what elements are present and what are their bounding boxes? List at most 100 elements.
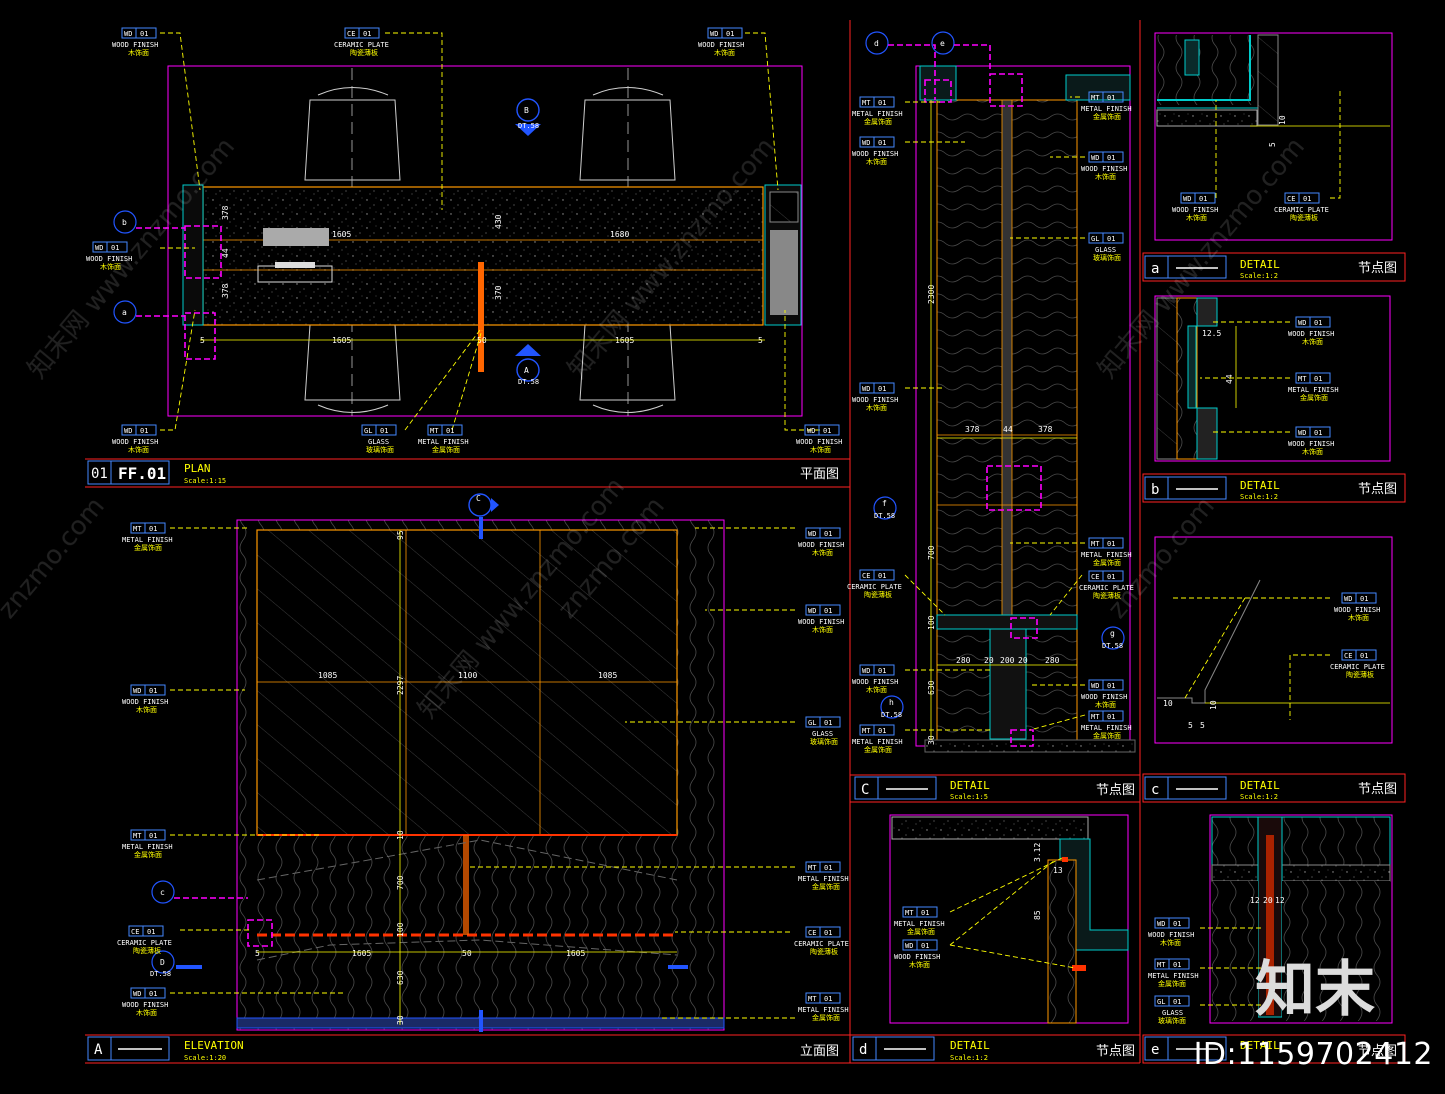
svg-text:WD: WD [862,667,870,675]
plan-tag-code: FF.01 [118,464,166,483]
svg-text:陶瓷薄板: 陶瓷薄板 [1346,670,1374,679]
svg-text:WD: WD [95,244,103,252]
a-title: DETAIL [1240,258,1280,271]
plan-scale: Scale:1:15 [184,477,226,485]
b-dim-1: 12.5 [1202,329,1221,338]
svg-text:01: 01 [446,427,454,435]
plan-marker-b[interactable]: b [113,210,222,279]
svg-text:01: 01 [149,832,157,840]
svg-text:METAL FINISH: METAL FINISH [852,110,903,118]
elev-marker-c[interactable]: c [151,880,273,947]
plan-dim-side-2: 44 [221,248,230,258]
svg-text:WD: WD [1298,319,1306,327]
plan-marker-A-ref: DT.58 [518,378,539,386]
detail-C-section: 2300 378 44 378 700 280 20 200 20 280 63… [865,31,1136,753]
C-dim-5: 700 [927,545,936,560]
svg-text:01: 01 [1303,195,1311,203]
elev-title: ELEVATION [184,1039,244,1052]
d-dim-3: 85 [1033,910,1042,920]
svg-text:金属饰面: 金属饰面 [864,117,892,126]
svg-text:znzmo.com: znzmo.com [0,492,111,625]
svg-text:MT: MT [1157,961,1166,969]
C-marker-f[interactable]: f DT.58 [873,465,1042,520]
svg-text:WD: WD [124,30,132,38]
elev-dim-low-1: 1605 [352,949,371,958]
svg-text:WOOD FINISH: WOOD FINISH [798,618,844,626]
svg-text:01: 01 [1107,94,1115,102]
svg-text:01: 01 [1107,235,1115,243]
plan-tag-no: 01 [91,466,108,482]
svg-text:WOOD FINISH: WOOD FINISH [1081,165,1127,173]
C-marker-d-label: d [874,39,879,48]
d-title: DETAIL [950,1039,990,1052]
svg-text:01: 01 [380,427,388,435]
svg-text:CE: CE [1091,573,1099,581]
C-tag-no: C [861,782,869,798]
svg-text:01: 01 [1314,429,1322,437]
plan-marker-A[interactable]: A DT.58 [515,344,541,386]
svg-text:WD: WD [1183,195,1191,203]
sheet-frames [85,20,1406,1064]
plan-dim-top-2: 1680 [610,230,629,239]
svg-text:WOOD FINISH: WOOD FINISH [112,41,158,49]
elev-marker-C[interactable]: C [468,493,499,539]
svg-text:GL: GL [1091,235,1099,243]
svg-text:METAL FINISH: METAL FINISH [798,1006,849,1014]
b-title: DETAIL [1240,479,1280,492]
C-marker-h[interactable]: h DT.58 [880,695,1034,747]
svg-text:金属饰面: 金属饰面 [1158,979,1186,988]
elev-marker-c-label: c [160,888,165,897]
C-title: DETAIL [950,779,990,792]
svg-text:金属饰面: 金属饰面 [432,445,460,454]
svg-text:METAL FINISH: METAL FINISH [798,875,849,883]
C-dim-13: 30 [927,735,936,745]
plan-marker-a-label: a [122,308,127,317]
elev-dim-v-3: 630 [396,970,405,985]
svg-text:CERAMIC PLATE: CERAMIC PLATE [1330,663,1385,671]
plan-marker-a[interactable]: a [113,300,216,360]
svg-text:木饰面: 木饰面 [1095,172,1116,181]
svg-text:WOOD FINISH: WOOD FINISH [1081,693,1127,701]
svg-text:WOOD FINISH: WOOD FINISH [1172,206,1218,214]
svg-text:CERAMIC PLATE: CERAMIC PLATE [1079,584,1134,592]
a-dim-1: 10 [1278,115,1287,125]
elev-marker-D[interactable]: D DT.58 [150,950,202,978]
a-tag-no: a [1151,261,1159,277]
plan-title: PLAN [184,462,211,475]
svg-text:METAL FINISH: METAL FINISH [1081,724,1132,732]
plan-marker-A-label: A [524,366,529,375]
svg-text:WOOD FINISH: WOOD FINISH [1288,330,1334,338]
svg-text:MT: MT [1091,94,1100,102]
plan-marker-B[interactable]: B DT.58 [515,98,541,136]
svg-text:金属饰面: 金属饰面 [1093,112,1121,121]
C-dim-12: 100 [927,615,936,630]
C-marker-d[interactable]: d [865,31,952,103]
elev-dim-low-2: 50 [462,949,472,958]
plan-dim-side-1: 378 [221,205,230,220]
C-marker-e[interactable]: e [931,31,1023,107]
C-marker-g[interactable]: g DT.58 [1010,617,1125,650]
svg-text:01: 01 [878,667,886,675]
svg-text:01: 01 [149,687,157,695]
svg-text:CERAMIC PLATE: CERAMIC PLATE [794,940,849,948]
a-scale: Scale:1:2 [1240,272,1278,280]
elev-tag-no: A [94,1042,103,1058]
svg-text:01: 01 [824,929,832,937]
svg-text:01: 01 [824,719,832,727]
svg-text:01: 01 [1173,998,1181,1006]
elev-dim-v-1: 2297 [396,676,405,695]
svg-text:WOOD FINISH: WOOD FINISH [796,438,842,446]
svg-text:木饰面: 木饰面 [136,1008,157,1017]
svg-text:金属饰面: 金属饰面 [134,850,162,859]
svg-text:陶瓷薄板: 陶瓷薄板 [1290,213,1318,222]
svg-text:GLASS: GLASS [1095,246,1116,254]
elev-marker-C-label: C [476,494,481,503]
elev-marker-D-ref: DT.58 [150,970,171,978]
